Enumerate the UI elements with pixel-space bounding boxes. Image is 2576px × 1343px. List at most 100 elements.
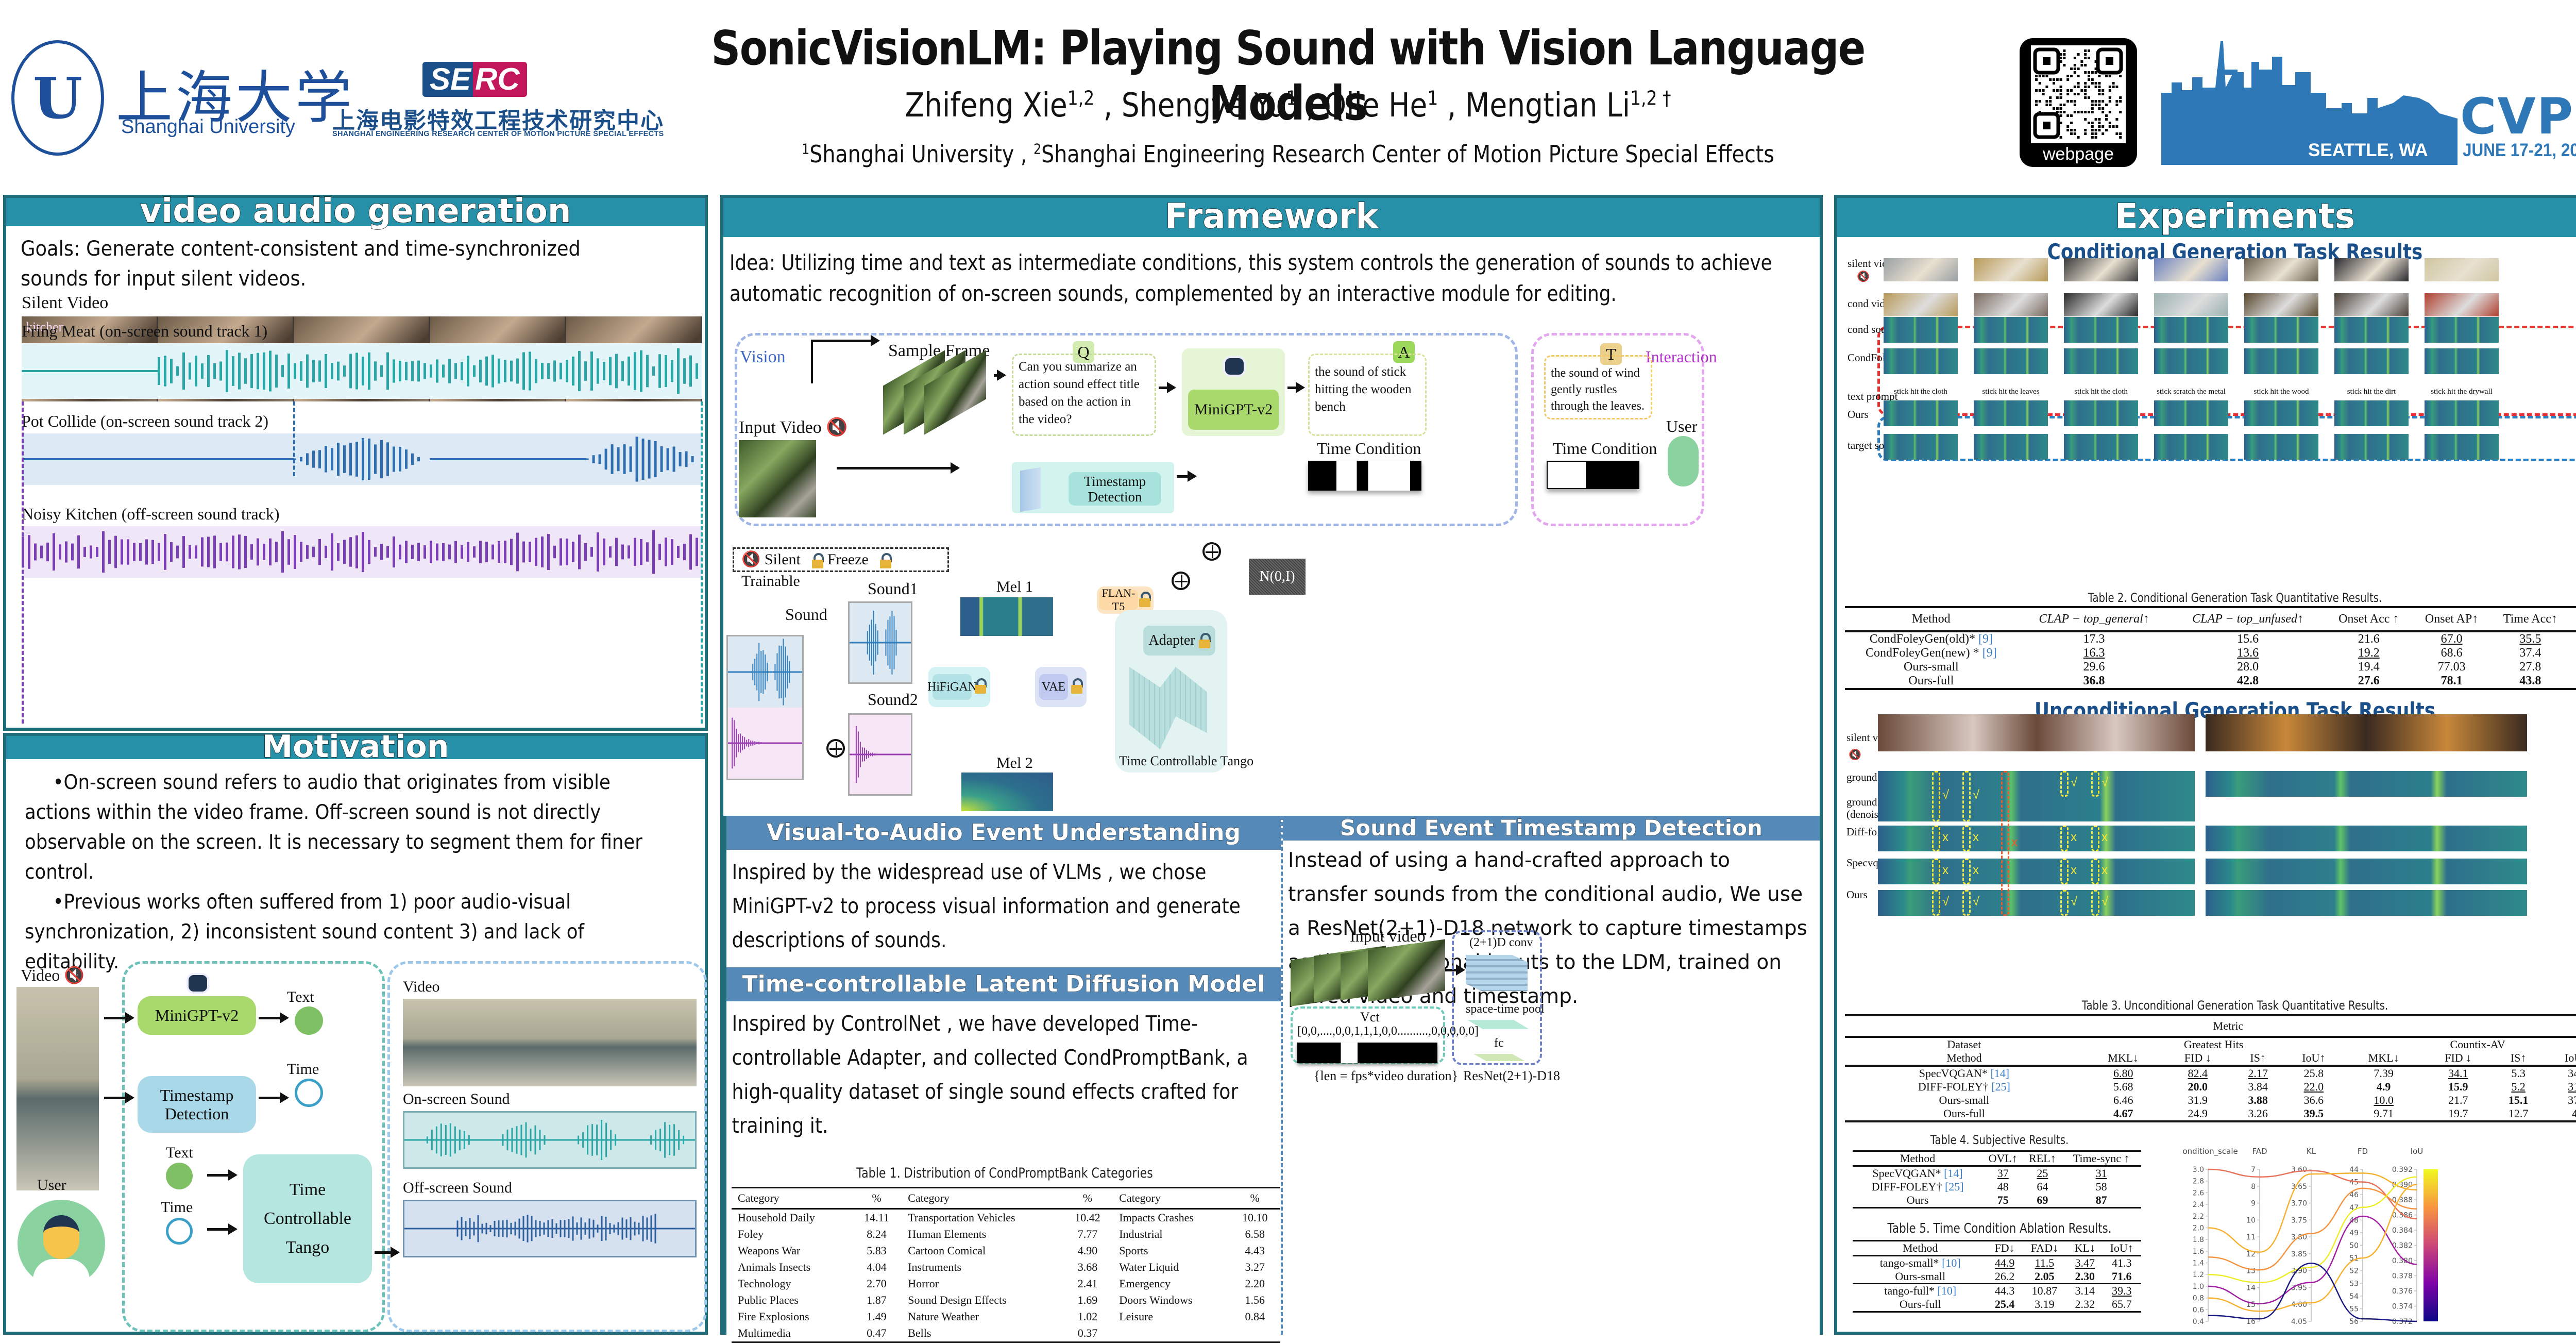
table-row: Ours-small6.4631.93.8836.610.021.715.137… xyxy=(1845,1094,2576,1107)
tick-label: 0.376 xyxy=(2392,1287,2413,1296)
wave-bar xyxy=(485,1222,487,1235)
wave-bar xyxy=(857,731,859,778)
wave-bar xyxy=(603,538,605,566)
wave-bar xyxy=(430,541,432,563)
qr-module xyxy=(2080,60,2083,63)
table-cell: 6.80 xyxy=(2113,1067,2133,1080)
qr-module xyxy=(2091,132,2094,135)
wave-bar xyxy=(417,543,420,561)
qr-module xyxy=(2098,118,2101,121)
citation-link[interactable]: [25] xyxy=(1944,1180,1964,1193)
tick-label: 0.384 xyxy=(2392,1227,2413,1235)
qr-finder xyxy=(2096,47,2123,75)
method-name: DIFF-FOLEY† xyxy=(1918,1080,1992,1093)
table-cell: 87 xyxy=(2095,1194,2107,1206)
check-mark-icon: √ xyxy=(2102,776,2109,790)
v2a-text: Inspired by the widespread use of VLMs ,… xyxy=(732,860,1241,952)
citation-link[interactable]: [9] xyxy=(1978,632,1993,646)
qr-module xyxy=(2094,118,2097,121)
wave-bar xyxy=(213,363,216,379)
tick-label: 51 xyxy=(2349,1254,2359,1263)
table-cell: Transportation Vehicles xyxy=(908,1211,1015,1224)
wave-bar xyxy=(564,1220,566,1237)
wave-bar xyxy=(114,535,117,568)
document-icon xyxy=(295,1006,323,1035)
table-cell: 0.47 xyxy=(867,1327,887,1339)
table-cell: 21.6 xyxy=(2358,632,2380,646)
table-header-cell: FID ↓ xyxy=(2445,1051,2472,1064)
wave-bar xyxy=(207,536,210,567)
table-cell: 10.87 xyxy=(2031,1284,2058,1297)
table-cell: 26.2 xyxy=(1994,1270,2015,1283)
target-sound-spectrogram xyxy=(1974,434,2048,460)
minigpt-block: MiniGPT-v2 xyxy=(138,996,256,1035)
wave-bar xyxy=(758,742,760,745)
wave-bar xyxy=(689,534,692,570)
uncond-spectrogram-right xyxy=(2206,771,2527,797)
qr-module xyxy=(2115,86,2119,88)
table-header-cell: Method xyxy=(1912,612,1951,626)
wave-bar xyxy=(325,354,327,388)
highlight-dashed-box xyxy=(1932,826,1940,851)
qr-module xyxy=(2049,100,2052,103)
qr-module xyxy=(2073,100,2076,103)
qr-module xyxy=(2094,60,2097,63)
wave-bar xyxy=(598,454,601,464)
citation-link[interactable]: [25] xyxy=(1991,1080,2010,1093)
mel1-spectrogram xyxy=(960,597,1053,636)
wave-bar xyxy=(868,751,869,758)
qr-finder-dot xyxy=(2043,122,2050,129)
text-prompt: stick hit the cloth xyxy=(2074,388,2128,396)
tick-label: 0.372 xyxy=(2392,1318,2413,1326)
vision-label: Vision xyxy=(740,347,786,366)
wave-bar xyxy=(442,543,445,561)
method-name: CondFoleyGen(old)* xyxy=(1869,632,1979,646)
wave-bar xyxy=(445,1124,447,1155)
citation-link[interactable]: [10] xyxy=(1942,1256,1961,1269)
tick-label: 56 xyxy=(2349,1318,2359,1326)
table-cell: 1.87 xyxy=(867,1294,887,1306)
wave-bar xyxy=(891,611,893,675)
wave-bar xyxy=(71,543,74,561)
wave-bar xyxy=(325,446,327,473)
qr-module xyxy=(2084,71,2087,74)
wave-bar xyxy=(417,360,420,382)
table-cell: 31.9 xyxy=(2188,1094,2208,1106)
waveform-svg xyxy=(22,437,694,482)
wave-bar xyxy=(760,742,762,744)
tick-label: 0.4 xyxy=(2193,1318,2204,1326)
wave-bar xyxy=(762,742,764,744)
wave-bar xyxy=(510,360,513,382)
wave-bar xyxy=(591,1124,594,1156)
qr-module xyxy=(2112,125,2115,128)
wave-bar xyxy=(201,537,204,567)
citation-link[interactable]: [14] xyxy=(1990,1067,2010,1080)
wave-bar xyxy=(760,650,762,694)
citation-link[interactable]: [14] xyxy=(1944,1167,1963,1180)
hifigan-block: HiFiGAN xyxy=(927,667,990,707)
cross-mark-icon: x xyxy=(1942,830,1948,844)
series-line xyxy=(2208,1187,2417,1271)
table-cell: 5.83 xyxy=(867,1244,887,1257)
cond-video-thumb xyxy=(2425,293,2499,316)
table-header-cell: MKL↓ xyxy=(2108,1051,2139,1064)
qr-module xyxy=(2073,111,2076,113)
citation-link[interactable]: [10] xyxy=(1937,1284,1957,1297)
method-name: Ours-small xyxy=(1895,1270,1946,1283)
wave-bar xyxy=(870,752,871,757)
wave-bar xyxy=(170,358,173,384)
citation-link[interactable]: [9] xyxy=(1982,646,1997,660)
wave-bar xyxy=(646,355,649,388)
ours-spectrogram xyxy=(2425,400,2499,426)
highlight-dashed-box xyxy=(2001,771,2009,916)
tick-label: 50 xyxy=(2349,1242,2359,1250)
qr-code-icon[interactable] xyxy=(2031,45,2126,143)
wave-bar xyxy=(689,355,692,387)
wave-bar xyxy=(485,542,488,562)
method-cell: Ours-full xyxy=(1853,1298,1988,1312)
onscreen-waveform xyxy=(403,1111,697,1169)
wave-bar xyxy=(774,663,776,681)
